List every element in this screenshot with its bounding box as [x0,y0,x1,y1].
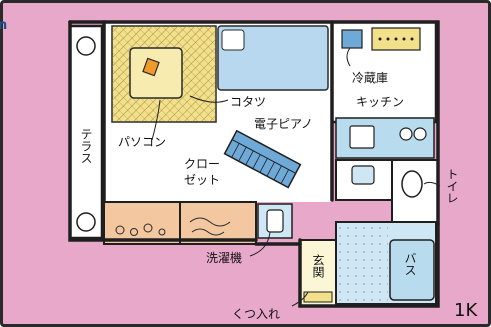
terrace-floor [68,24,104,240]
walls [68,20,440,308]
microwave [341,29,363,49]
toilet [401,170,423,198]
label-toilet: トイレ [445,168,459,204]
fridge-dots [378,37,414,41]
washbasin [351,165,375,185]
label-kotatsu: コタツ [230,95,266,109]
stove-burner-1 [399,127,413,141]
label-closet-1: クロー [184,157,220,171]
stove-burner-2 [413,127,427,141]
shoe-rack [303,291,333,303]
terrace-plant-bottom [76,212,96,232]
label-bath: バス [403,252,417,276]
kitchen-sink [349,125,375,149]
pc-icon [142,57,160,77]
label-closet-2: ゼット [184,173,220,187]
electric-piano [223,129,302,189]
terrace-plant-top [76,36,96,56]
label-pc: パソコン [118,135,166,149]
label-washer: 洗濯機 [206,250,242,265]
washer-drum [266,209,284,233]
bath-tiles [338,224,388,302]
kotatsu-table [129,47,183,99]
label-fridge: 冷蔵庫 [352,71,388,85]
label-terrace: テラス [79,128,93,164]
label-shoes: くつ入れ [232,307,280,321]
label-entrance: 玄関 [311,253,325,278]
bed [217,25,329,91]
corner-glyph: n [0,18,8,33]
leader-lines [151,47,441,307]
label-piano: 電子ピアノ [254,117,313,131]
bathtub [389,239,435,301]
label-kitchen: キッチン [356,95,404,109]
closet-items [115,217,231,236]
label-layout-type: 1K [454,300,478,321]
bed-pillow [221,29,245,51]
